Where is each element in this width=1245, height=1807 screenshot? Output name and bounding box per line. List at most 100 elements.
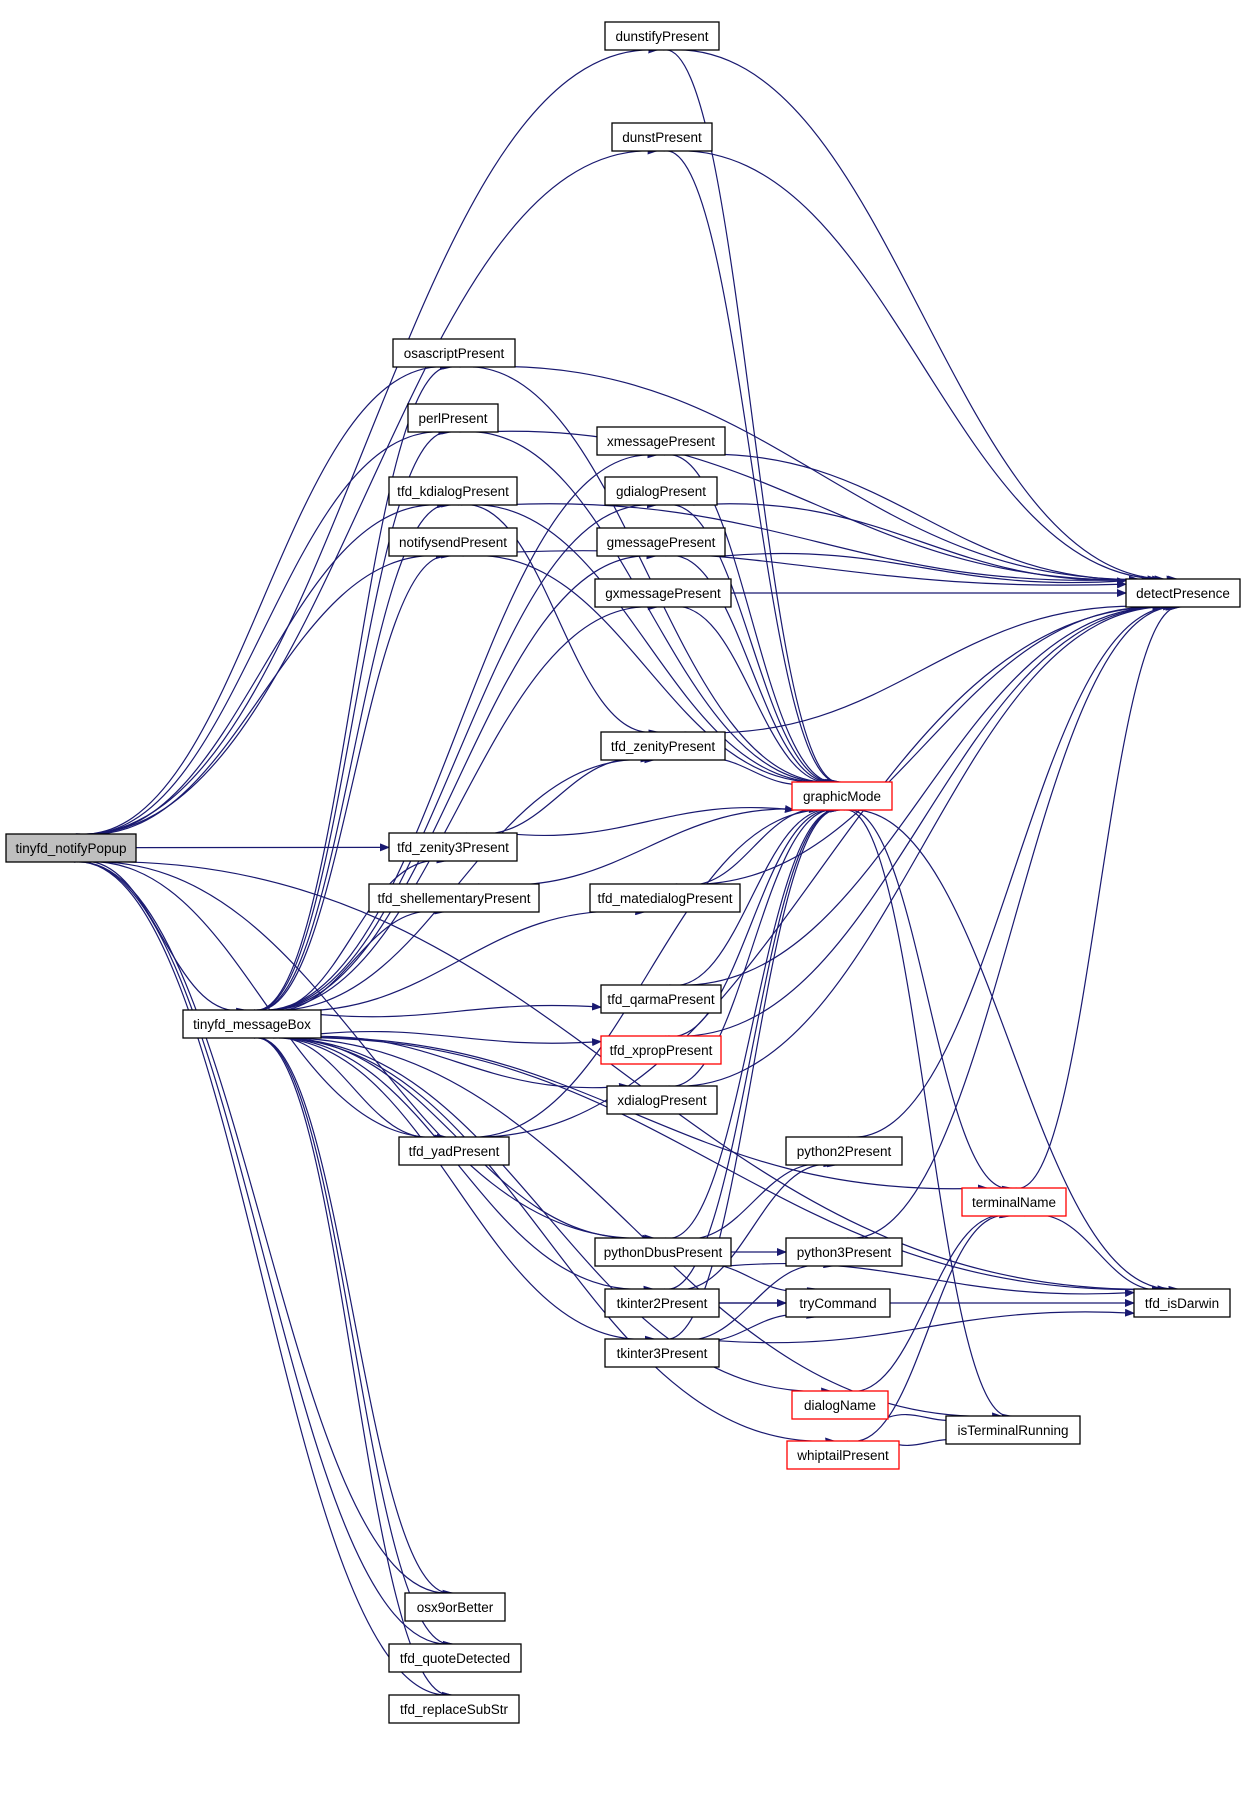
edge-kdialog-to-detect xyxy=(498,503,1139,584)
node-xmessage[interactable]: xmessagePresent xyxy=(596,426,726,456)
node-kdialog[interactable]: tfd_kdialogPresent xyxy=(388,476,518,506)
node-msgbox[interactable]: tinyfd_messageBox xyxy=(182,1009,322,1039)
edge-msgbox-to-xprop xyxy=(320,1030,602,1047)
node-label: dialogName xyxy=(804,1398,876,1413)
node-xdialog[interactable]: xdialogPresent xyxy=(606,1085,718,1115)
node-label: tinyfd_messageBox xyxy=(193,1017,311,1032)
node-box xyxy=(785,1136,903,1166)
node-label: xmessagePresent xyxy=(607,434,715,449)
node-zenity3[interactable]: tfd_zenity3Present xyxy=(388,832,518,862)
node-trycommand[interactable]: tryCommand xyxy=(785,1288,891,1318)
node-box xyxy=(1133,1288,1231,1318)
node-box xyxy=(785,1288,891,1318)
node-gdialog[interactable]: gdialogPresent xyxy=(604,476,718,506)
node-terminalname[interactable]: terminalName xyxy=(961,1187,1067,1217)
node-label: osx9orBetter xyxy=(417,1600,494,1615)
edge-notify-to-dunst xyxy=(76,146,658,835)
node-box xyxy=(604,1288,720,1318)
edge-msgbox-to-gxmessage xyxy=(257,602,658,1011)
edge-terminalname-to-detect xyxy=(1015,601,1183,1189)
node-graphic[interactable]: graphicMode xyxy=(791,781,893,811)
node-shellementary[interactable]: tfd_shellementaryPresent xyxy=(368,883,540,913)
node-gmessage[interactable]: gmessagePresent xyxy=(596,527,726,557)
node-yad[interactable]: tfd_yadPresent xyxy=(398,1136,510,1166)
node-box xyxy=(404,1592,506,1622)
node-tkinter2[interactable]: tkinter2Present xyxy=(604,1288,720,1318)
node-notifysend[interactable]: notifysendPresent xyxy=(388,527,518,557)
node-box xyxy=(604,21,720,51)
node-box xyxy=(388,527,518,557)
node-dunst[interactable]: dunstPresent xyxy=(611,122,713,152)
edge-dunst-to-graphic xyxy=(663,150,842,788)
edge-graphic-to-isterminal xyxy=(843,809,1013,1422)
edge-msgbox-to-dialogname xyxy=(261,1037,832,1396)
node-python3[interactable]: python3Present xyxy=(785,1237,903,1267)
edge-pythondbus-to-graphic xyxy=(665,804,841,1239)
node-box xyxy=(182,1009,322,1039)
node-python2[interactable]: python2Present xyxy=(785,1136,903,1166)
edge-notify-to-replace xyxy=(73,861,453,1700)
edge-gmessage-to-graphic xyxy=(665,555,839,788)
node-label: tfd_zenityPresent xyxy=(611,739,716,754)
node-gxmessage[interactable]: gxmessagePresent xyxy=(594,578,732,608)
node-notify[interactable]: tinyfd_notifyPopup xyxy=(5,833,137,863)
node-xprop[interactable]: tfd_xpropPresent xyxy=(600,1035,722,1065)
node-label: tkinter3Present xyxy=(617,1346,708,1361)
edge-qarma-to-detect xyxy=(669,602,1176,986)
node-quote[interactable]: tfd_quoteDetected xyxy=(388,1643,522,1673)
node-isdarwin[interactable]: tfd_isDarwin xyxy=(1133,1288,1231,1318)
edge-graphic-to-isdarwin xyxy=(846,809,1179,1294)
edge-kdialog-to-zenity xyxy=(458,504,659,738)
node-box xyxy=(388,1694,520,1724)
edge-xdialog-to-detect xyxy=(668,602,1178,1087)
node-label: whiptailPresent xyxy=(796,1448,889,1463)
node-label: tkinter2Present xyxy=(617,1296,708,1311)
node-label: tfd_quoteDetected xyxy=(400,1651,510,1666)
node-label: tfd_yadPresent xyxy=(409,1144,500,1159)
node-osx9[interactable]: osx9orBetter xyxy=(404,1592,506,1622)
node-label: python2Present xyxy=(797,1144,892,1159)
edge-gdialog-to-graphic xyxy=(664,504,840,788)
edge-msgbox-to-zenity3 xyxy=(259,855,447,1012)
edge-xprop-to-detect xyxy=(668,602,1177,1037)
node-label: dunstifyPresent xyxy=(615,29,708,44)
node-label: python3Present xyxy=(797,1245,892,1260)
node-replace[interactable]: tfd_replaceSubStr xyxy=(388,1694,520,1724)
node-label: tfd_shellementaryPresent xyxy=(377,891,530,906)
edge-xmessage-to-detect xyxy=(682,453,1163,584)
node-dunstify[interactable]: dunstifyPresent xyxy=(604,21,720,51)
node-osascript[interactable]: osascriptPresent xyxy=(392,338,516,368)
node-label: xdialogPresent xyxy=(617,1093,707,1108)
node-whiptail[interactable]: whiptailPresent xyxy=(786,1440,900,1470)
node-perl[interactable]: perlPresent xyxy=(407,403,499,433)
node-box xyxy=(945,1415,1081,1445)
node-matedialog[interactable]: tfd_matedialogPresent xyxy=(589,883,741,913)
node-label: tfd_matedialogPresent xyxy=(597,891,732,906)
node-dialogname[interactable]: dialogName xyxy=(791,1390,889,1420)
edge-notify-to-pythondbus xyxy=(80,861,655,1243)
node-box xyxy=(594,1237,732,1267)
edge-notify-to-yad xyxy=(78,861,448,1142)
node-detect[interactable]: detectPresence xyxy=(1125,578,1241,608)
node-pythondbus[interactable]: pythonDbusPresent xyxy=(594,1237,732,1267)
edge-msgbox-to-tkinter3 xyxy=(259,1037,656,1344)
edge-msgbox-to-gmessage xyxy=(257,551,657,1011)
edge-osascript-to-graphic xyxy=(459,366,838,787)
node-isterminal[interactable]: isTerminalRunning xyxy=(945,1415,1081,1445)
edge-msgbox-to-notifysend xyxy=(254,550,452,1011)
edge-msgbox-to-whiptail xyxy=(260,1037,836,1446)
edge-whiptail-to-terminalname xyxy=(847,1210,1011,1442)
node-zenity[interactable]: tfd_zenityPresent xyxy=(600,731,726,761)
node-box xyxy=(786,1440,900,1470)
node-tkinter3[interactable]: tkinter3Present xyxy=(604,1338,720,1368)
node-label: gxmessagePresent xyxy=(605,586,721,601)
edge-xmessage-to-graphic xyxy=(664,454,840,788)
edge-xdialog-to-graphic xyxy=(665,804,840,1087)
node-box xyxy=(785,1237,903,1267)
edge-zenity-to-detect xyxy=(684,602,1163,734)
edge-msgbox-to-matedialog xyxy=(272,907,646,1012)
node-label: gdialogPresent xyxy=(616,484,706,499)
node-qarma[interactable]: tfd_qarmaPresent xyxy=(600,984,722,1014)
node-label: graphicMode xyxy=(803,789,881,804)
edge-msgbox-to-perl xyxy=(254,426,452,1011)
